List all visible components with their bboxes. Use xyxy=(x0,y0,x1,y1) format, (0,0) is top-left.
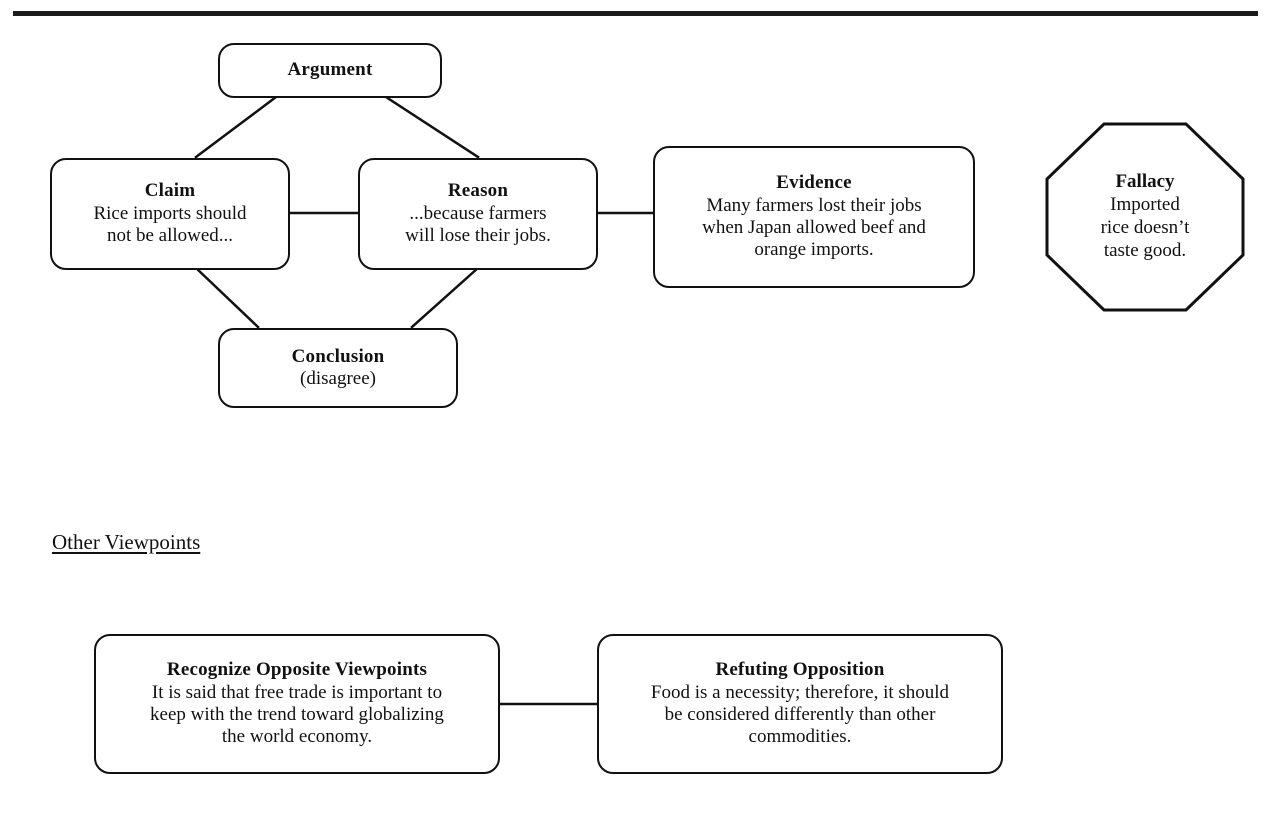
node-recognize-line-1: It is said that free trade is important … xyxy=(151,681,443,703)
node-refuting-line-3: commodities. xyxy=(748,726,852,748)
node-fallacy-line-2: rice doesn’t xyxy=(1100,217,1190,238)
node-reason[interactable]: Reason ...because farmers will lose thei… xyxy=(358,158,598,270)
node-claim-line-2: not be allowed... xyxy=(106,225,234,247)
node-reason-body: ...because farmers will lose their jobs. xyxy=(405,203,551,248)
node-conclusion-line-1: (disagree) xyxy=(300,368,376,389)
node-fallacy-text: Fallacy Imported rice doesn’t taste good… xyxy=(1101,171,1190,262)
node-fallacy[interactable]: Fallacy Imported rice doesn’t taste good… xyxy=(1045,122,1245,312)
connector-reason-conclusion xyxy=(410,266,480,329)
node-evidence-body: Many farmers lost their jobs when Japan … xyxy=(702,195,926,262)
node-conclusion[interactable]: Conclusion (disagree) xyxy=(218,328,458,408)
node-refuting-opposition[interactable]: Refuting Opposition Food is a necessity;… xyxy=(597,634,1003,774)
node-claim-title: Claim xyxy=(144,180,196,202)
node-reason-line-2: will lose their jobs. xyxy=(405,225,551,247)
connector-argument-claim xyxy=(194,95,278,159)
node-reason-title: Reason xyxy=(447,180,509,202)
node-argument[interactable]: Argument xyxy=(218,43,442,98)
node-fallacy-title: Fallacy xyxy=(1115,171,1175,193)
node-refuting-body: Food is a necessity; therefore, it shoul… xyxy=(651,682,949,749)
node-fallacy-line-3: taste good. xyxy=(1103,239,1187,261)
node-recognize-opposite-viewpoints[interactable]: Recognize Opposite Viewpoints It is said… xyxy=(94,634,500,774)
node-argument-title: Argument xyxy=(287,59,373,81)
node-claim-body: Rice imports should not be allowed... xyxy=(93,203,246,248)
node-claim[interactable]: Claim Rice imports should not be allowed… xyxy=(50,158,290,270)
node-refuting-line-1: Food is a necessity; therefore, it shoul… xyxy=(650,681,950,703)
node-evidence-line-2: when Japan allowed beef and xyxy=(702,217,926,238)
octagon-shape xyxy=(1045,122,1245,312)
node-evidence-line-1: Many farmers lost their jobs xyxy=(706,194,922,216)
node-conclusion-title: Conclusion xyxy=(291,345,385,367)
node-conclusion-body: (disagree) xyxy=(300,368,376,390)
node-evidence[interactable]: Evidence Many farmers lost their jobs wh… xyxy=(653,146,975,288)
node-fallacy-line-1: Imported xyxy=(1110,194,1180,216)
node-refuting-title: Refuting Opposition xyxy=(715,659,885,681)
node-recognize-line-3: the world economy. xyxy=(221,726,373,748)
node-refuting-line-2: be considered differently than other xyxy=(664,704,936,725)
node-fallacy-body: Imported rice doesn’t taste good. xyxy=(1101,194,1190,262)
connector-argument-reason xyxy=(384,95,480,159)
node-evidence-title: Evidence xyxy=(776,172,852,194)
top-divider-rule xyxy=(13,11,1258,16)
section-label-other-viewpoints: Other Viewpoints xyxy=(52,530,201,554)
node-recognize-line-2: keep with the trend toward globalizing xyxy=(150,704,444,725)
connector-claim-conclusion xyxy=(194,266,260,329)
node-claim-line-1: Rice imports should xyxy=(93,202,247,224)
node-reason-line-1: ...because farmers xyxy=(409,202,547,224)
node-recognize-title: Recognize Opposite Viewpoints xyxy=(166,659,428,681)
node-recognize-body: It is said that free trade is important … xyxy=(150,682,444,749)
node-evidence-line-3: orange imports. xyxy=(754,239,874,261)
